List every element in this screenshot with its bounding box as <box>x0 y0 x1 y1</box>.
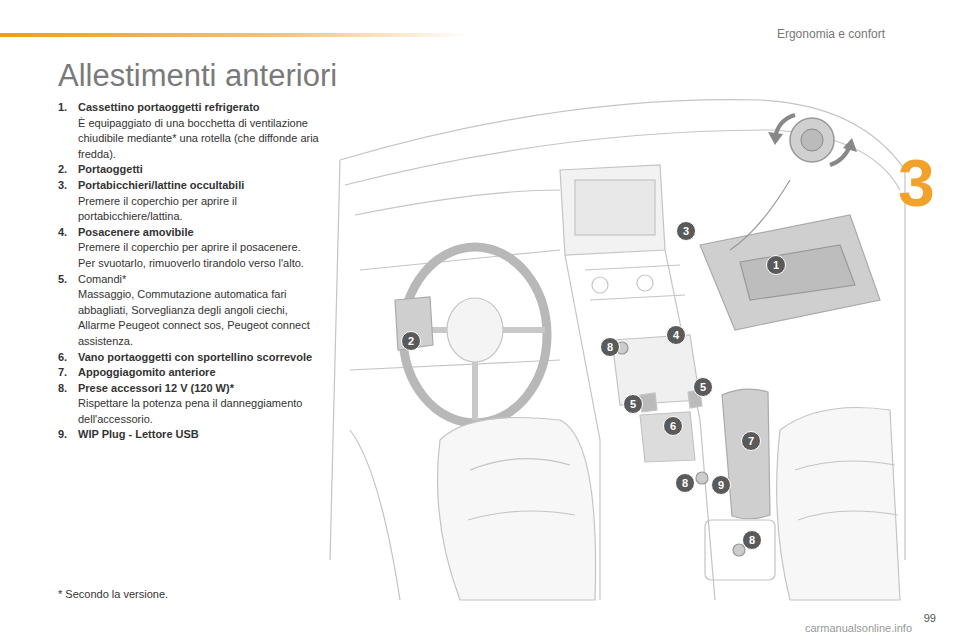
item-text: Rispettare la potenza pena il danneggiam… <box>78 396 326 427</box>
list-item: 2.Portaoggetti <box>58 162 326 178</box>
knob-icon <box>730 115 857 250</box>
list-item: 5.Comandi*Massaggio, Commutazione automa… <box>58 272 326 350</box>
callout-number: 2 <box>401 331 421 351</box>
list-item: 1.Cassettino portaoggetti refrigeratoÈ e… <box>58 100 326 162</box>
callout-number: 7 <box>741 431 761 451</box>
list-item: 8.Prese accessori 12 V (120 W)*Rispettar… <box>58 381 326 428</box>
chapter-number: 3 <box>898 150 935 216</box>
item-body: WIP Plug - Lettore USB <box>78 427 326 443</box>
callout-number: 1 <box>766 255 786 275</box>
list-item: 4.Posacenere amovibilePremere il coperch… <box>58 225 326 272</box>
item-number: 1. <box>58 100 78 162</box>
page-title: Allestimenti anteriori <box>58 58 337 94</box>
item-text: È equipaggiato di una bocchetta di venti… <box>78 116 326 163</box>
callout-number: 5 <box>623 394 643 414</box>
orange-bar <box>0 33 470 37</box>
footnote: * Secondo la versione. <box>58 588 168 600</box>
callout-number: 5 <box>693 377 713 397</box>
item-heading: Prese accessori 12 V (120 W)* <box>78 381 326 397</box>
list-item: 3.Portabicchieri/lattine occultabiliPrem… <box>58 178 326 225</box>
list-item: 6.Vano portaoggetti con sportellino scor… <box>58 350 326 366</box>
item-body: Appoggiagomito anteriore <box>78 365 326 381</box>
item-heading: WIP Plug - Lettore USB <box>78 427 326 443</box>
callout-number: 6 <box>663 416 683 436</box>
item-body: Portaoggetti <box>78 162 326 178</box>
item-number: 8. <box>58 381 78 428</box>
callout-number: 8 <box>600 337 620 357</box>
item-body: Portabicchieri/lattine occultabiliPremer… <box>78 178 326 225</box>
item-number: 2. <box>58 162 78 178</box>
item-text: Premere il coperchio per aprire il porta… <box>78 194 326 225</box>
callout-number: 3 <box>676 221 696 241</box>
item-text: Massaggio, Commutazione automatica fari … <box>78 287 326 349</box>
callout-number: 8 <box>675 473 695 493</box>
item-heading: Portabicchieri/lattine occultabili <box>78 178 326 194</box>
item-text: Comandi* <box>78 272 326 288</box>
item-body: Posacenere amovibilePremere il coperchio… <box>78 225 326 272</box>
item-number: 7. <box>58 365 78 381</box>
watermark: carmanualsonline.info <box>805 622 912 634</box>
item-heading: Portaoggetti <box>78 162 326 178</box>
item-list: 1.Cassettino portaoggetti refrigeratoÈ e… <box>58 100 326 443</box>
section-header: Ergonomia e confort <box>777 27 885 41</box>
item-heading: Appoggiagomito anteriore <box>78 365 326 381</box>
item-heading: Vano portaoggetti con sportellino scorre… <box>78 350 326 366</box>
item-text: Per svuotarlo, rimuoverlo tirandolo vers… <box>78 256 326 272</box>
item-heading: Cassettino portaoggetti refrigerato <box>78 100 326 116</box>
item-body: Cassettino portaoggetti refrigeratoÈ equ… <box>78 100 326 162</box>
list-item: 7.Appoggiagomito anteriore <box>58 365 326 381</box>
item-number: 4. <box>58 225 78 272</box>
item-number: 3. <box>58 178 78 225</box>
callout-number: 4 <box>666 325 686 345</box>
item-number: 6. <box>58 350 78 366</box>
item-number: 5. <box>58 272 78 350</box>
callout-number: 9 <box>711 475 731 495</box>
callout-number: 8 <box>742 530 762 550</box>
page-number: 99 <box>924 612 936 624</box>
item-heading: Posacenere amovibile <box>78 225 326 241</box>
list-item: 9.WIP Plug - Lettore USB <box>58 427 326 443</box>
item-body: Prese accessori 12 V (120 W)*Rispettare … <box>78 381 326 428</box>
item-body: Comandi*Massaggio, Commutazione automati… <box>78 272 326 350</box>
item-text: Premere il coperchio per aprire il posac… <box>78 240 326 256</box>
item-number: 9. <box>58 427 78 443</box>
item-body: Vano portaoggetti con sportellino scorre… <box>78 350 326 366</box>
